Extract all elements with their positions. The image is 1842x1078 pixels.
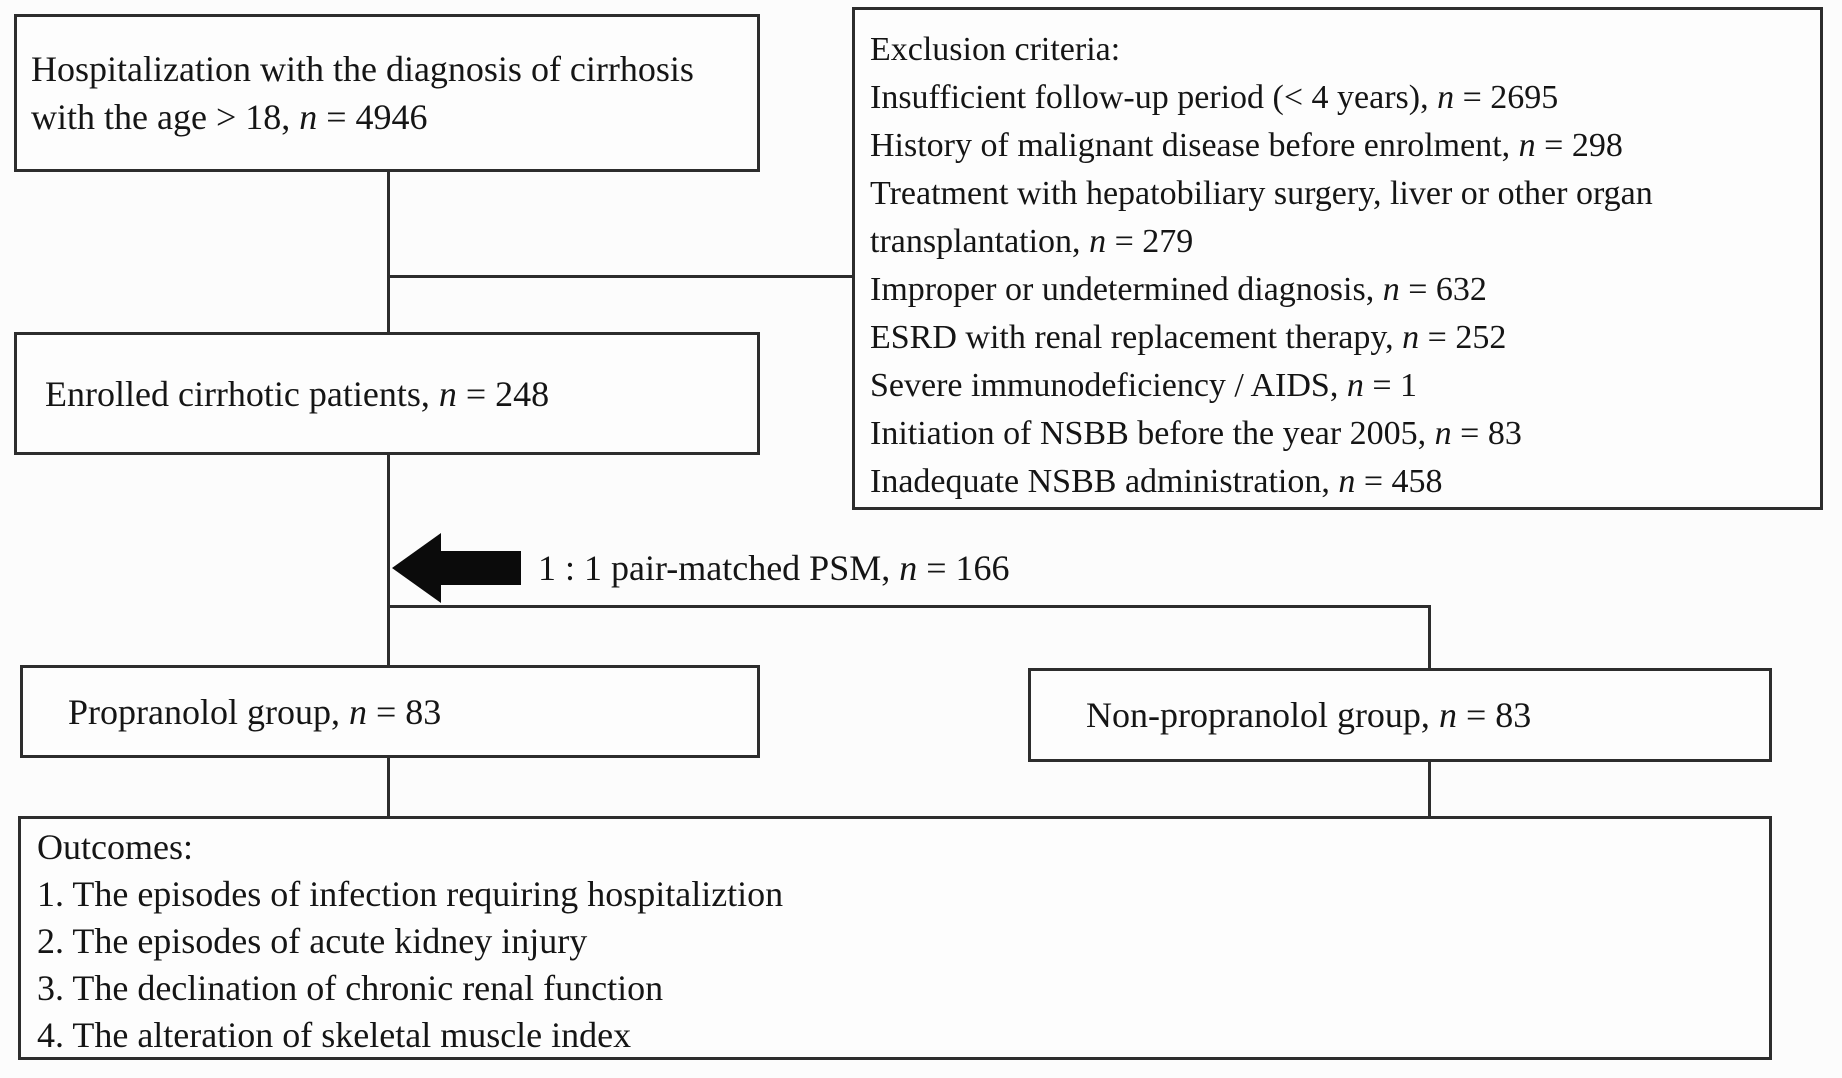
- psm-left-arrow-icon: [392, 533, 521, 603]
- propranolol-group-box: Propranolol group, n = 83: [20, 665, 760, 758]
- list-line: 3. The declination of chronic renal func…: [37, 968, 664, 1008]
- non-propranolol-group-box: Non-propranolol group, n = 83: [1028, 668, 1772, 762]
- exclusion-items: Insufficient follow-up period (< 4 years…: [870, 74, 1808, 506]
- connector-hospitalization-to-enrolled: [387, 170, 390, 334]
- enrolled-text: Enrolled cirrhotic patients, n = 248: [45, 373, 550, 414]
- propranolol-text: Propranolol group, n = 83: [68, 691, 442, 732]
- connector-branch-horizontal: [387, 605, 1431, 608]
- enrolled-box: Enrolled cirrhotic patients, n = 248: [14, 332, 760, 455]
- list-line: Improper or undetermined diagnosis, n = …: [870, 271, 1487, 308]
- connector-non-propranolol-to-outcomes: [1428, 760, 1431, 818]
- list-line: ESRD with renal replacement therapy, n =…: [870, 319, 1507, 356]
- list-line: 1. The episodes of infection requiring h…: [37, 874, 784, 914]
- outcomes-items: 1. The episodes of infection requiring h…: [37, 871, 1759, 1059]
- list-line: Severe immunodeficiency / AIDS, n = 1: [870, 367, 1418, 404]
- connector-propranolol-to-outcomes: [387, 756, 390, 818]
- non-propranolol-text: Non-propranolol group, n = 83: [1086, 695, 1532, 735]
- list-line: Inadequate NSBB administration, n = 458: [870, 463, 1443, 500]
- connector-enrolled-to-branch: [387, 453, 390, 668]
- list-line: History of malignant disease before enro…: [870, 127, 1623, 164]
- connector-branch-to-non-propranolol: [1428, 605, 1431, 671]
- list-line: Initiation of NSBB before the year 2005,…: [870, 415, 1522, 452]
- hospitalization-box: Hospitalization with the diagnosis of ci…: [14, 14, 760, 172]
- list-line: Insufficient follow-up period (< 4 years…: [870, 79, 1559, 116]
- outcomes-box: Outcomes: 1. The episodes of infection r…: [18, 816, 1772, 1060]
- outcomes-title: Outcomes:: [37, 827, 193, 867]
- list-line: 4. The alteration of skeletal muscle ind…: [37, 1015, 632, 1055]
- hospitalization-text: Hospitalization with the diagnosis of ci…: [31, 49, 694, 137]
- psm-label: 1 : 1 pair-matched PSM, n = 166: [538, 548, 1010, 588]
- list-line: 2. The episodes of acute kidney injury: [37, 921, 588, 961]
- connector-to-exclusion-box: [387, 275, 854, 278]
- exclusion-title: Exclusion criteria:: [870, 31, 1121, 68]
- exclusion-criteria-box: Exclusion criteria: Insufficient follow-…: [852, 7, 1823, 510]
- list-line: Treatment with hepatobiliary surgery, li…: [870, 175, 1653, 260]
